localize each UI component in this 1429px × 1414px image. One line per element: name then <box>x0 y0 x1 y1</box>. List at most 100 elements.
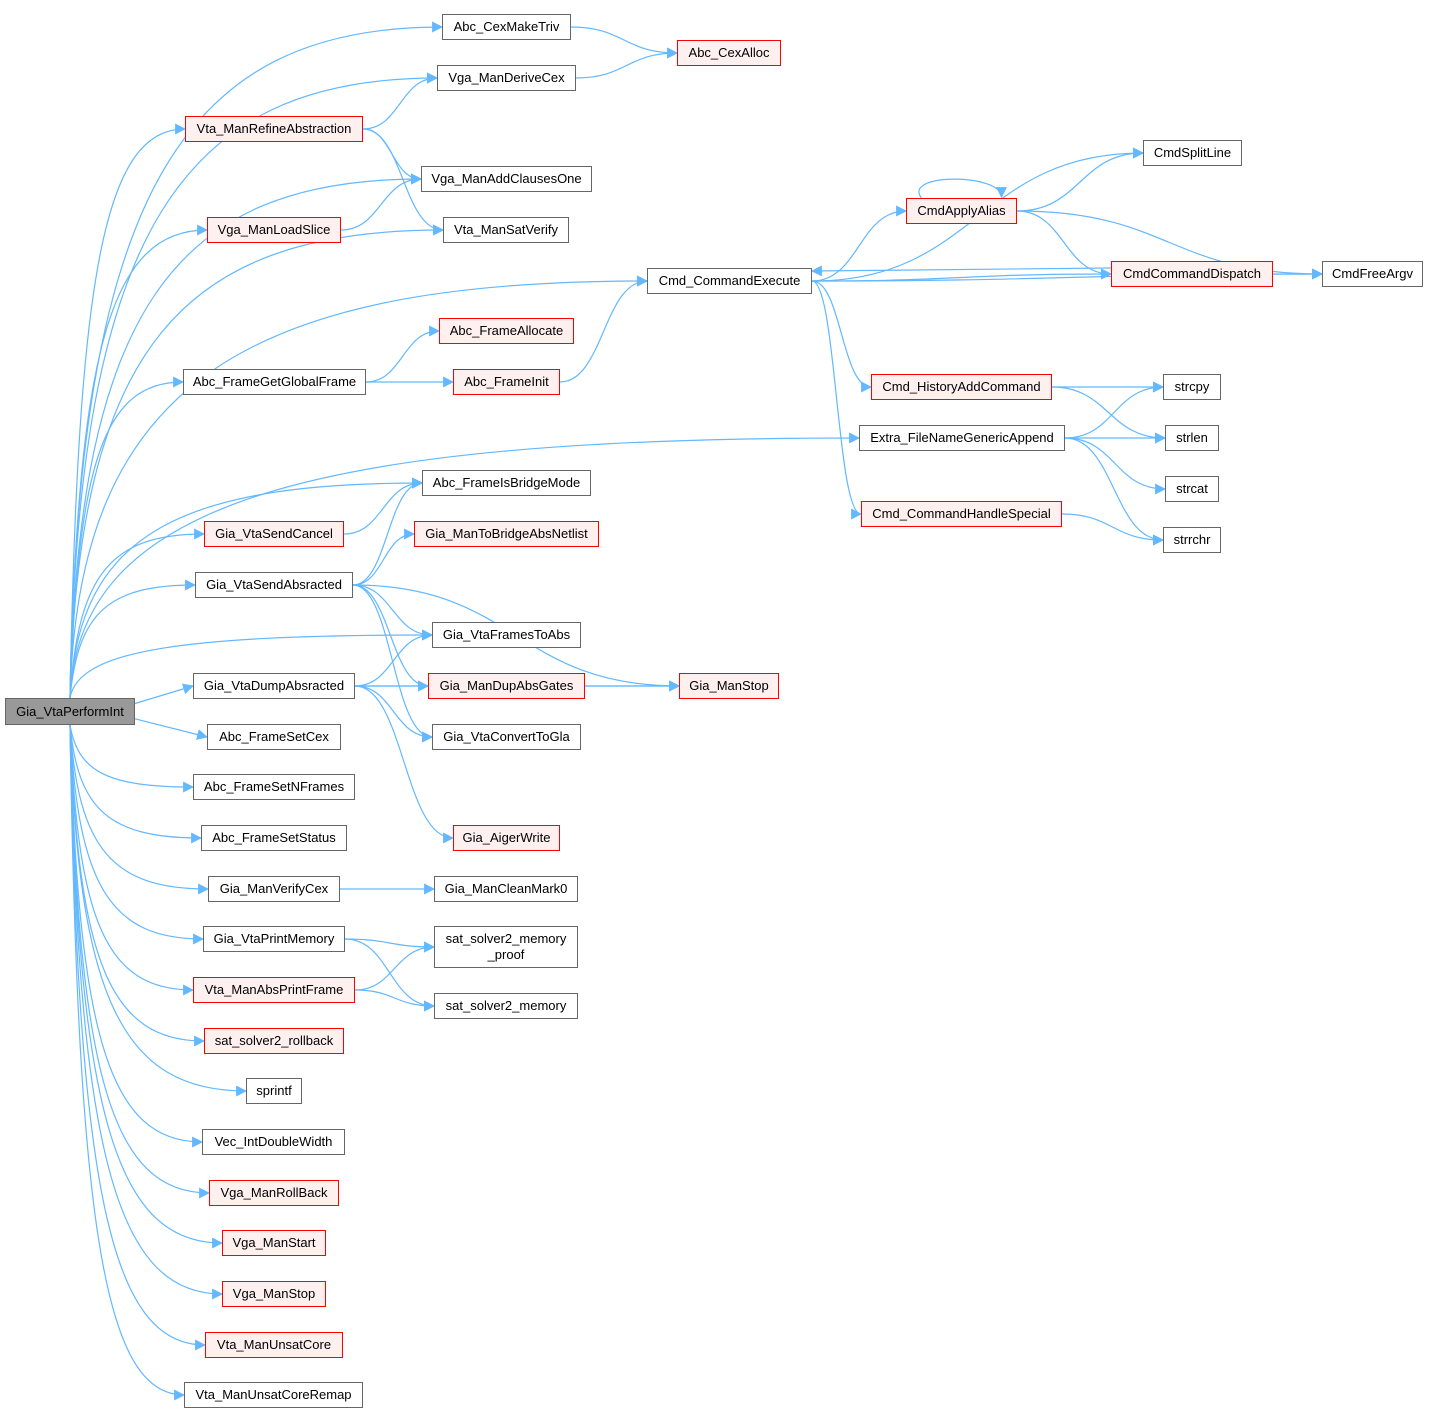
edge-root-to-abc-frame-is-bridge-mode <box>69 477 424 699</box>
edge-root-to-vga-man-stop <box>69 724 224 1300</box>
edge-gia-vta-send-absracted-to-gia-vta-frames-to-abs <box>352 584 434 641</box>
node-gia-vta-print-memory[interactable]: Gia_VtaPrintMemory <box>203 926 345 952</box>
edge-cmd-command-dispatch-to-cmd-command-execute <box>810 265 1112 277</box>
node-abc-frame-set-cex[interactable]: Abc_FrameSetCex <box>207 724 341 750</box>
node-gia-vta-send-cancel[interactable]: Gia_VtaSendCancel <box>204 521 344 547</box>
root-node-gia-vta-perform-int: Gia_VtaPerformInt <box>5 698 135 725</box>
edge-gia-vta-print-memory-to-sat-solver2-memory-proof <box>344 938 436 953</box>
node-gia-man-clean-mark0[interactable]: Gia_ManCleanMark0 <box>434 876 578 902</box>
node-cmd-free-argv[interactable]: CmdFreeArgv <box>1322 261 1423 287</box>
node-gia-man-stop[interactable]: Gia_ManStop <box>679 673 779 699</box>
node-strcpy[interactable]: strcpy <box>1163 374 1221 400</box>
node-vta-man-sat-verify[interactable]: Vta_ManSatVerify <box>443 217 569 243</box>
node-vga-man-roll-back[interactable]: Vga_ManRollBack <box>209 1180 339 1206</box>
node-gia-vta-send-absracted[interactable]: Gia_VtaSendAbsracted <box>195 572 353 598</box>
edge-root-to-abc-frame-set-status <box>69 724 203 844</box>
node-gia-vta-convert-to-gla[interactable]: Gia_VtaConvertToGla <box>432 724 581 750</box>
node-abc-frame-allocate[interactable]: Abc_FrameAllocate <box>439 318 574 344</box>
node-gia-vta-dump-absracted[interactable]: Gia_VtaDumpAbsracted <box>193 673 355 699</box>
edge-cmd-apply-alias-to-cmd-command-dispatch <box>1016 210 1113 280</box>
node-gia-man-verify-cex[interactable]: Gia_ManVerifyCex <box>208 876 340 902</box>
node-gia-aiger-write[interactable]: Gia_AigerWrite <box>453 825 560 851</box>
node-sat-solver2-memory-proof[interactable]: sat_solver2_memory _proof <box>434 926 578 968</box>
node-extra-file-name-generic-append[interactable]: Extra_FileNameGenericAppend <box>859 425 1065 451</box>
node-vga-man-stop[interactable]: Vga_ManStop <box>222 1281 326 1307</box>
edge-cmd-command-execute-to-cmd-history-add-command <box>811 280 873 393</box>
node-cmd-command-execute[interactable]: Cmd_CommandExecute <box>647 268 812 294</box>
edge-root-to-gia-man-verify-cex <box>69 724 210 895</box>
edge-vta-man-refine-abstraction-to-vga-man-derive-cex <box>362 72 439 130</box>
edge-gia-vta-print-memory-to-sat-solver2-memory <box>344 938 436 1012</box>
node-cmd-command-handle-special[interactable]: Cmd_CommandHandleSpecial <box>861 501 1062 527</box>
edge-gia-vta-send-absracted-to-abc-frame-is-bridge-mode <box>352 477 424 586</box>
node-abc-cex-alloc[interactable]: Abc_CexAlloc <box>677 40 781 66</box>
node-vta-man-refine-abstraction[interactable]: Vta_ManRefineAbstraction <box>185 116 363 142</box>
edge-root-to-vta-man-refine-abstraction <box>69 123 187 699</box>
node-gia-vta-frames-to-abs[interactable]: Gia_VtaFramesToAbs <box>432 622 581 648</box>
edge-extra-file-name-generic-append-to-strcat <box>1064 437 1167 495</box>
node-vta-man-unsat-core[interactable]: Vta_ManUnsatCore <box>205 1332 343 1358</box>
node-vga-man-add-clauses-one[interactable]: Vga_ManAddClausesOne <box>421 166 592 192</box>
edge-cmd-apply-alias-to-cmd-apply-alias <box>918 178 1007 199</box>
edge-root-to-vta-man-abs-print-frame <box>69 724 195 996</box>
edge-cmd-history-add-command-to-strlen <box>1051 386 1167 444</box>
node-abc-frame-set-nframes[interactable]: Abc_FrameSetNFrames <box>193 774 355 800</box>
node-abc-frame-init[interactable]: Abc_FrameInit <box>453 369 560 395</box>
edge-gia-vta-dump-absracted-to-gia-aiger-write <box>354 685 455 844</box>
node-sat-solver2-memory[interactable]: sat_solver2_memory <box>434 993 578 1019</box>
node-vec-int-double-width[interactable]: Vec_IntDoubleWidth <box>202 1129 345 1155</box>
edge-cmd-command-handle-special-to-strrchr <box>1061 513 1165 546</box>
node-cmd-apply-alias[interactable]: CmdApplyAlias <box>906 198 1017 224</box>
edge-root-to-gia-vta-send-cancel <box>69 528 206 699</box>
edge-root-to-abc-frame-set-cex <box>134 718 209 740</box>
node-abc-frame-set-status[interactable]: Abc_FrameSetStatus <box>201 825 347 851</box>
node-abc-cex-make-triv[interactable]: Abc_CexMakeTriv <box>442 14 571 40</box>
node-gia-man-dup-abs-gates[interactable]: Gia_ManDupAbsGates <box>428 673 585 699</box>
edge-gia-vta-dump-absracted-to-gia-vta-frames-to-abs <box>354 629 434 687</box>
node-vga-man-derive-cex[interactable]: Vga_ManDeriveCex <box>437 65 576 91</box>
edge-abc-cex-make-triv-to-abc-cex-alloc <box>570 26 679 59</box>
edge-cmd-apply-alias-to-cmd-split-line <box>1016 147 1145 212</box>
node-vga-man-start[interactable]: Vga_ManStart <box>222 1230 326 1256</box>
edge-root-to-vta-man-unsat-core-remap <box>69 724 186 1401</box>
edge-cmd-command-execute-to-cmd-command-handle-special <box>811 280 863 520</box>
edge-vta-man-abs-print-frame-to-sat-solver2-memory <box>354 989 436 1012</box>
node-strrchr[interactable]: strrchr <box>1163 527 1221 553</box>
node-cmd-command-dispatch[interactable]: CmdCommandDispatch <box>1111 261 1273 287</box>
edge-root-to-gia-vta-send-absracted <box>69 579 197 699</box>
edge-gia-vta-send-absracted-to-gia-man-to-bridge-abs-netlist <box>352 528 416 586</box>
edge-root-to-vga-man-load-slice <box>69 224 209 699</box>
edge-root-to-vec-int-double-width <box>69 724 204 1148</box>
edge-root-to-gia-vta-frames-to-abs <box>69 629 434 699</box>
edge-cmd-command-execute-to-cmd-apply-alias <box>811 205 908 282</box>
node-sat-solver2-rollback[interactable]: sat_solver2_rollback <box>204 1028 344 1054</box>
edge-vga-man-derive-cex-to-abc-cex-alloc <box>575 47 679 79</box>
node-strcat[interactable]: strcat <box>1165 476 1219 502</box>
edge-root-to-vga-man-derive-cex <box>69 72 439 699</box>
node-vga-man-load-slice[interactable]: Vga_ManLoadSlice <box>207 217 341 243</box>
edge-root-to-gia-vta-print-memory <box>69 724 205 945</box>
node-gia-man-to-bridge-abs-netlist[interactable]: Gia_ManToBridgeAbsNetlist <box>414 521 599 547</box>
node-cmd-history-add-command[interactable]: Cmd_HistoryAddCommand <box>871 374 1052 400</box>
node-vta-man-unsat-core-remap[interactable]: Vta_ManUnsatCoreRemap <box>184 1382 363 1408</box>
edge-abc-frame-init-to-cmd-command-execute <box>559 275 649 383</box>
edge-gia-vta-dump-absracted-to-gia-vta-convert-to-gla <box>354 685 434 743</box>
edge-vta-man-refine-abstraction-to-vta-man-sat-verify <box>362 128 445 236</box>
edge-root-to-abc-frame-get-global-frame <box>69 376 185 699</box>
edge-root-to-sprintf <box>69 724 248 1097</box>
edge-abc-frame-get-global-frame-to-abc-frame-allocate <box>365 325 441 383</box>
edge-vga-man-load-slice-to-vga-man-add-clauses-one <box>340 173 423 231</box>
node-abc-frame-is-bridge-mode[interactable]: Abc_FrameIsBridgeMode <box>422 470 591 496</box>
edge-root-to-vta-man-unsat-core <box>69 724 207 1351</box>
node-sprintf[interactable]: sprintf <box>246 1078 302 1104</box>
edge-extra-file-name-generic-append-to-strrchr <box>1064 437 1165 546</box>
node-strlen[interactable]: strlen <box>1165 425 1219 451</box>
node-abc-frame-get-global-frame[interactable]: Abc_FrameGetGlobalFrame <box>183 369 366 395</box>
node-cmd-split-line[interactable]: CmdSplitLine <box>1143 140 1242 166</box>
edge-root-to-vga-man-start <box>69 724 224 1249</box>
edge-root-to-gia-vta-dump-absracted <box>134 683 195 705</box>
edge-root-to-abc-frame-set-nframes <box>69 724 195 793</box>
edge-extra-file-name-generic-append-to-strcpy <box>1064 381 1165 439</box>
node-vta-man-abs-print-frame[interactable]: Vta_ManAbsPrintFrame <box>193 977 355 1003</box>
